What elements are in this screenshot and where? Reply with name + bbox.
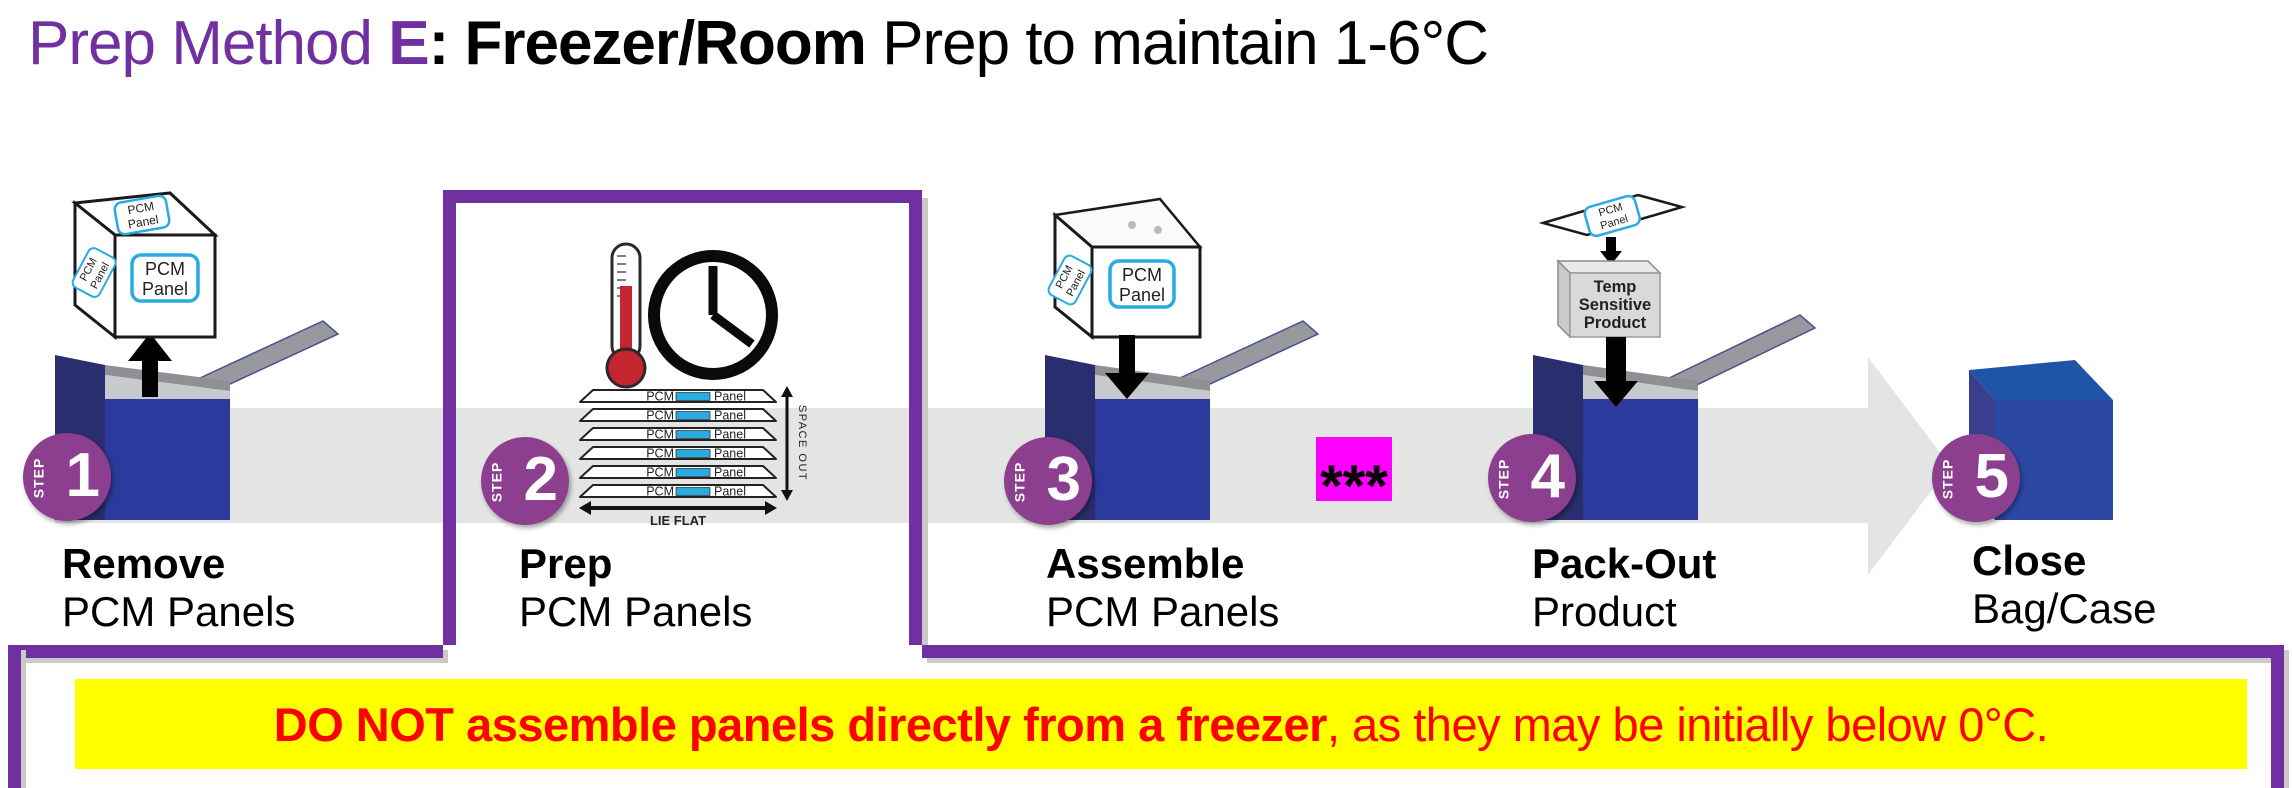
svg-text:PCM: PCM [646,428,674,442]
svg-text:Panel: Panel [714,466,746,480]
svg-text:LIE FLAT: LIE FLAT [650,513,706,528]
pcm-panel-side-label: PCM Panel [1047,254,1093,306]
step5-caption: Close Bag/Case [1972,537,2156,633]
svg-text:Panel: Panel [714,428,746,442]
svg-text:PCM: PCM [646,466,674,480]
pcm-panel-label: PCM Panel [1583,194,1641,238]
step-subtitle: Product [1532,588,1677,635]
page-title: Prep Method E: Freezer/Room Prep to main… [28,6,1489,82]
warning-text-regular: , as they may be initially below 0°C. [1326,697,2049,751]
step-badge-word: STEP [1011,461,1028,503]
panel-stack: PCM Panel PCM Panel PCM Panel PCM Panel … [579,389,777,499]
pcm-panel-front-label: PCM Panel [130,253,200,303]
step-subtitle: PCM Panels [519,588,753,635]
clock-icon [648,250,778,380]
svg-text:PCM: PCM [646,447,674,461]
step-badge-number: 1 [65,441,100,510]
svg-text:PCM: PCM [126,199,155,217]
svg-text:Panel: Panel [714,409,746,423]
box-interior-front [105,375,230,399]
temp-sensitive-product-box: Temp Sensitive Product [1556,259,1662,339]
step-title: Close [1972,537,2087,584]
svg-text:Panel: Panel [714,485,746,499]
step-subtitle: PCM Panels [1046,588,1280,635]
svg-text:PCM: PCM [646,409,674,423]
svg-text:Sensitive: Sensitive [1579,296,1651,314]
small-down-arrow-icon [1600,237,1622,265]
svg-text:PCM: PCM [145,259,185,279]
step4-packout-icon: PCM Panel Temp Sensitive Product [1533,193,1817,520]
step4-caption: Pack-Out Product [1532,540,1716,636]
svg-text:Product: Product [1584,314,1647,332]
step-badge-word: STEP [30,457,47,499]
step-badge-number: 4 [1530,442,1565,511]
box-interior-back [105,365,230,391]
lie-flat-annotation: LIE FLAT [579,501,777,528]
svg-text:Panel: Panel [142,279,188,299]
step2-caption: Prep PCM Panels [519,540,752,636]
step-title: Assemble [1046,540,1245,587]
step-title: Pack-Out [1532,540,1717,587]
step-badge-4: STEP 4 [1488,434,1576,522]
thermometer-icon [605,242,647,389]
space-out-annotation: SPACE OUT [781,386,808,501]
svg-text:PCM: PCM [646,390,674,404]
step-badge-1: STEP 1 [23,433,111,521]
title-suffix: Prep to maintain 1-6°C [865,9,1489,78]
svg-text:Panel: Panel [1119,285,1165,305]
step-subtitle: Bag/Case [1972,585,2157,632]
step3-assemble-icon: PCM Panel PCM Panel [1045,197,1320,520]
down-arrow-icon [1594,337,1638,407]
svg-text:Panel: Panel [714,447,746,461]
step-badge-3: STEP 3 [1004,437,1092,525]
up-arrow-icon [128,333,172,397]
step3-caption: Assemble PCM Panels [1046,540,1279,636]
svg-text:SPACE OUT: SPACE OUT [796,405,808,481]
step-badge-word: STEP [1495,458,1512,500]
step-title: Remove [62,540,226,587]
step-badge-5: STEP 5 [1932,434,2020,522]
svg-text:Panel: Panel [127,212,160,231]
step-badge-number: 5 [1974,442,2009,511]
pcm-panel-open-box: PCM Panel PCM Panel [1047,197,1203,341]
step2-highlight-box [443,190,922,645]
flat-pcm-panel: PCM Panel [1538,193,1687,238]
warning-box-border-left [8,645,21,788]
title-mode: Freezer/Room [464,9,866,78]
svg-text:Temp: Temp [1594,278,1637,296]
title-prefix: Prep Method [28,9,373,78]
highlight-box-shadow [922,198,928,645]
svg-text:Panel: Panel [714,390,746,404]
box-front [1583,399,1698,520]
down-arrow-icon [1105,335,1149,399]
step-subtitle: PCM Panels [62,588,296,635]
step1-caption: Remove PCM Panels [62,540,295,636]
warning-box-border-top-right [922,645,2284,658]
warning-text-bold: DO NOT assemble panels directly from a f… [273,697,1328,751]
step-badge-number: 2 [523,445,558,514]
step2-prep-icon: PCM Panel PCM Panel PCM Panel PCM Panel … [579,242,808,528]
warning-box-border-right [2271,645,2284,788]
step1-remove-icon: PCM Panel PCM Panel PCM Panel [55,191,340,520]
process-arrow-head [1868,357,1950,575]
pcm-panel-top-label: PCM Panel [113,194,171,236]
warning-banner: DO NOT assemble panels directly from a f… [75,679,2247,769]
footnote-asterisks: *** [1316,437,1392,519]
box-front [1095,399,1210,520]
step-badge-word: STEP [488,461,505,503]
step-badge-word: STEP [1939,458,1956,500]
title-method-letter: E [372,9,429,78]
pcm-panel-cube: PCM Panel PCM Panel PCM Panel [71,191,219,341]
step-badge-number: 3 [1046,445,1081,514]
step-title: Prep [519,540,613,587]
step-badge-2: STEP 2 [481,437,569,525]
svg-text:PCM: PCM [1122,265,1162,285]
title-colon: : [428,9,465,78]
pcm-panel-front-label: PCM Panel [1108,259,1176,309]
warning-box-border-top-left [8,645,443,658]
box-front [105,399,230,520]
svg-text:PCM: PCM [646,485,674,499]
pcm-panel-side-label: PCM Panel [71,247,117,298]
cube-top [1969,360,2113,400]
